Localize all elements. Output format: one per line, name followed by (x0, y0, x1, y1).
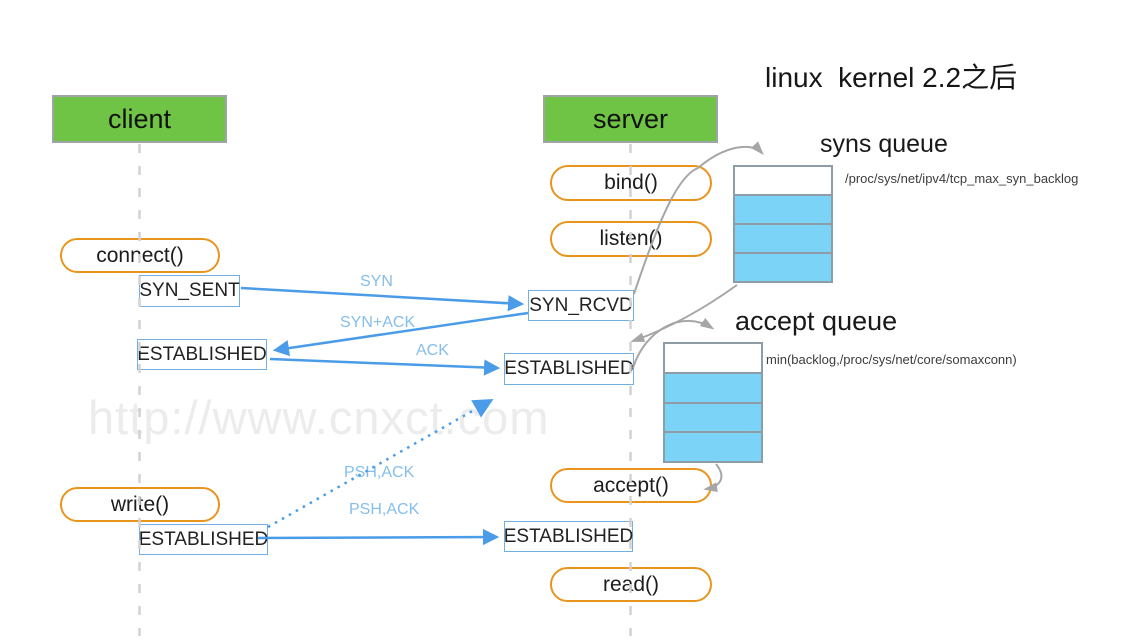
watermark-text: http://www.cnxct.com (88, 391, 550, 444)
syns-queue-to-established-arrow (630, 284, 738, 342)
accept-queue (663, 342, 763, 463)
listen-call-pill: listen() (550, 221, 712, 257)
write-call-pill: write() (60, 487, 220, 522)
ack-arrow (269, 357, 501, 376)
queue-cell-empty (665, 344, 761, 372)
accept-call-pill: accept() (550, 468, 712, 503)
bind-call-pill: bind() (550, 165, 712, 201)
client-lane-header: client (52, 95, 227, 143)
psh-ack-solid-message-label: PSH,ACK (349, 501, 420, 518)
syns-queue-label: syns queue (820, 130, 948, 158)
established-server-state-box: ESTABLISHED (504, 353, 634, 385)
read-call-pill: read() (550, 567, 712, 602)
syns-queue-annotation: /proc/sys/net/ipv4/tcp_max_syn_backlog (845, 171, 1079, 186)
queue-cell-filled (665, 401, 761, 432)
accept-queue-label: accept queue (735, 306, 898, 336)
accept-queue-annotation: min(backlog,/proc/sys/net/core/somaxconn… (766, 352, 1017, 367)
queue-cell-filled (735, 223, 831, 252)
queue-cell-filled (665, 371, 761, 402)
syns-queue (733, 165, 833, 283)
psh-ack-dotted-message-label: PSH,ACK (344, 464, 415, 481)
syn-sent-state-box: SYN_SENT (139, 275, 240, 307)
queue-cell-filled (735, 194, 831, 223)
established-client-state-box: ESTABLISHED (137, 339, 267, 370)
established-server-data-state-box: ESTABLISHED (504, 521, 633, 552)
syn-message-label: SYN (360, 273, 393, 290)
connect-call-pill: connect() (60, 238, 220, 273)
queue-cell-empty (735, 167, 831, 194)
ack-message-label: ACK (416, 342, 449, 359)
queue-cell-filled (735, 252, 831, 281)
diagram-title: linux kernel 2.2之后 (765, 62, 1018, 93)
psh-ack-solid-arrow (257, 528, 500, 546)
syn-ack-message-label: SYN+ACK (340, 314, 416, 331)
established-client-data-state-box: ESTABLISHED (139, 524, 268, 555)
syn-rcvd-state-box: SYN_RCVD (528, 290, 634, 321)
server-lane-header: server (543, 95, 718, 143)
queue-cell-filled (665, 431, 761, 461)
